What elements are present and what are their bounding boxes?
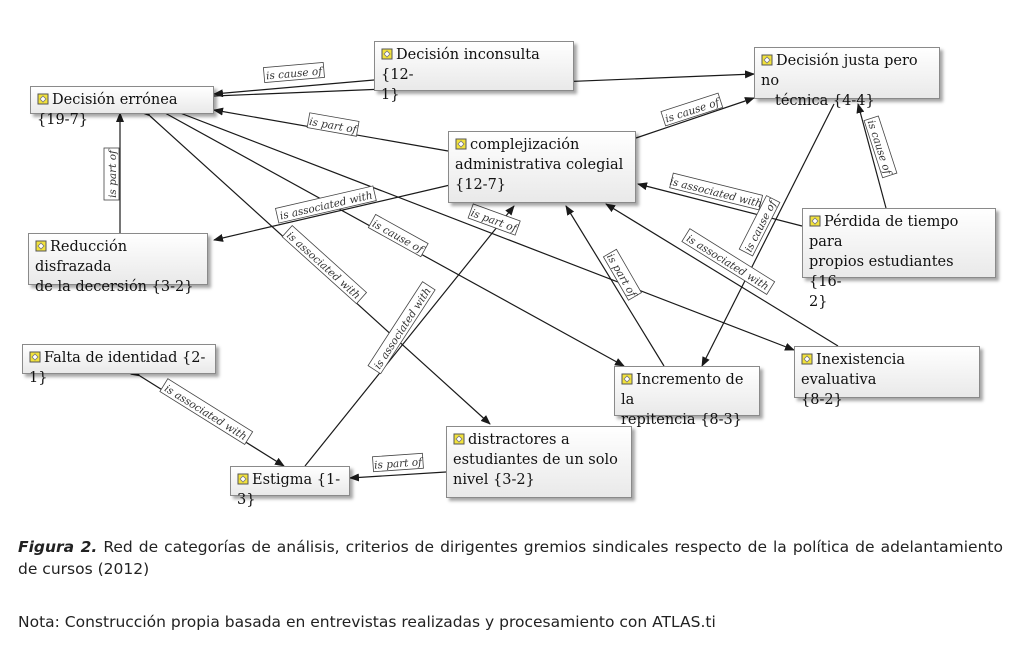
node-label-line1: Inexistencia evaluativa <box>801 352 906 388</box>
node-label: Estigma {1-3} <box>237 472 341 508</box>
code-icon <box>29 351 41 363</box>
node-label-line2: estudiantes de un solo <box>453 452 618 468</box>
edge-inconsulta-erronea <box>213 79 375 98</box>
code-icon <box>35 240 47 252</box>
node-label-line3: 2} <box>809 294 828 310</box>
relation-label: is associated with <box>162 383 249 443</box>
edge-distractores-estigma <box>349 471 447 482</box>
node-label-line2: técnica {4-4} <box>775 93 875 109</box>
node-label-line1: Incremento de la <box>621 372 744 408</box>
code-icon <box>761 54 773 66</box>
edges-layer: is cause of is part of is cause of is pa… <box>103 61 898 482</box>
figure-note: Nota: Construcción propia basada en entr… <box>18 613 716 631</box>
node-label-line1: Decisión justa pero no <box>761 53 918 89</box>
figure-caption: Figura 2. Red de categorías de análisis,… <box>18 536 1003 580</box>
edge-label-estigma-complej: is associated with <box>367 281 436 375</box>
edge-estigma-complej <box>304 205 515 467</box>
edge-perdida-complej <box>637 182 812 233</box>
code-icon <box>621 373 633 385</box>
node-decision-inconsulta[interactable]: Decisión inconsulta {12- 1} <box>374 41 574 103</box>
node-label-line2: repitencia {8-3} <box>621 412 742 428</box>
node-label-line2: 1} <box>381 87 400 103</box>
edge-label-reduccion-erronea: is part of <box>103 147 120 201</box>
edge-label-complej-justa: is cause of <box>660 92 724 127</box>
network-diagram: is cause of is part of is cause of is pa… <box>22 41 996 508</box>
node-decision-justa[interactable]: Decisión justa pero no técnica {4-4} <box>754 47 940 109</box>
node-label-line1: Pérdida de tiempo para <box>809 214 959 250</box>
relation-label: is part of <box>374 456 425 471</box>
edge-label-perdida-complej: is associated with <box>668 172 763 211</box>
code-icon <box>381 48 393 60</box>
edge-incremento-complej <box>565 205 665 367</box>
code-icon <box>455 138 467 150</box>
node-reduccion[interactable]: Reducción disfrazada de la decersión {3-… <box>28 233 208 295</box>
edge-perdida-justa <box>856 103 887 209</box>
node-label: Decisión errónea {19-7} <box>37 92 178 128</box>
code-icon <box>801 353 813 365</box>
edge-label-erronea-distractores: is associated with <box>281 225 368 305</box>
relation-label: is associated with <box>284 230 362 302</box>
node-label-line3: {12-7} <box>455 177 507 193</box>
code-icon <box>453 433 465 445</box>
edge-label-complej-reduccion: is associated with <box>275 185 377 224</box>
edge-label-distractores-estigma: is part of <box>372 452 425 473</box>
code-icon <box>237 473 249 485</box>
node-distractores[interactable]: distractores a estudiantes de un solo ni… <box>446 426 632 498</box>
node-complejizacion[interactable]: complejización administrativa colegial {… <box>448 131 636 203</box>
node-decision-erronea[interactable]: Decisión errónea {19-7} <box>30 86 214 128</box>
figure-label: Figura 2. <box>18 538 98 556</box>
node-label-line2: de la decersión {3-2} <box>35 279 194 295</box>
edge-label-inconsulta-erronea: is cause of <box>262 61 325 84</box>
edge-label-complej-erronea: is part of <box>306 112 360 137</box>
node-falta-identidad[interactable]: Falta de identidad {2-1} <box>22 344 216 386</box>
node-label-line2: administrativa colegial <box>455 157 624 173</box>
node-label-line1: complejización <box>470 137 580 153</box>
node-incremento[interactable]: Incremento de la repitencia {8-3} <box>614 366 760 428</box>
node-label-line1: Reducción disfrazada <box>35 239 128 275</box>
relation-label: is cause of <box>370 218 427 257</box>
caption-text: Red de categorías de análisis, criterios… <box>18 538 1003 578</box>
relation-label: is cause of <box>266 65 325 82</box>
node-inexistencia[interactable]: Inexistencia evaluativa {8-2} <box>794 346 980 408</box>
node-label-line1: distractores a <box>468 432 570 448</box>
node-label-line2: {8-2} <box>801 392 843 408</box>
node-estigma[interactable]: Estigma {1-3} <box>230 466 350 508</box>
code-icon <box>809 215 821 227</box>
node-label-line3: nivel {3-2} <box>453 472 535 488</box>
edge-label-falta-estigma: is associated with <box>159 378 254 445</box>
relation-label: is associated with <box>372 286 434 372</box>
node-label: Falta de identidad {2-1} <box>29 350 206 386</box>
node-perdida[interactable]: Pérdida de tiempo para propios estudiant… <box>802 208 996 310</box>
edge-complej-reduccion <box>213 184 451 242</box>
node-label-line2: propios estudiantes {16- <box>809 254 954 290</box>
edge-justa-incremento <box>701 103 835 367</box>
relation-label: is part of <box>107 148 119 198</box>
edge-label-errónea-incremento: is cause of <box>367 213 429 258</box>
edge-complej-justa <box>635 97 755 139</box>
edge-label-incremento-complej: is part of <box>602 248 642 301</box>
node-label-line1: Decisión inconsulta {12- <box>381 47 540 83</box>
code-icon <box>37 93 49 105</box>
